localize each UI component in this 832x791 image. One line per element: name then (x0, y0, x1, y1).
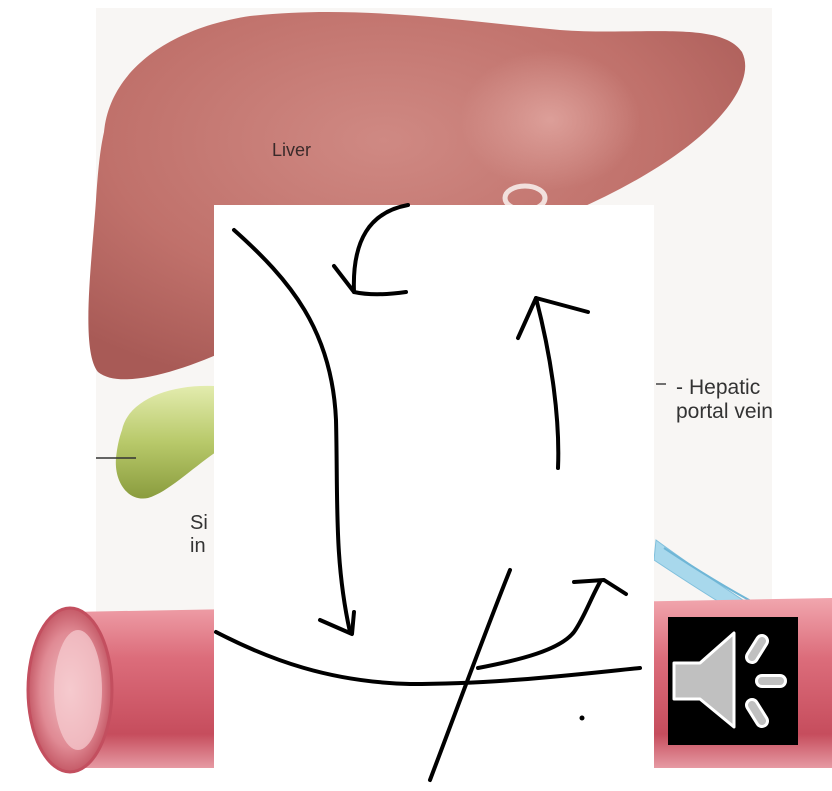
vessel-lumen (54, 630, 102, 750)
portal-vein-label: -Hepatic portal vein (676, 376, 773, 424)
liver-label: Liver (272, 140, 311, 161)
audio-playback-button[interactable] (668, 617, 798, 745)
portal-vein-label-line1: Hepatic (689, 376, 760, 399)
partial-label-line1: Si (190, 512, 214, 535)
small-intestine-label-partial: Si in (190, 512, 214, 558)
annotation-board (214, 205, 654, 791)
portal-vein-label-line2: portal vein (676, 400, 773, 424)
partial-label-line2: in (190, 535, 214, 558)
liver-highlight (460, 50, 640, 190)
speaker-volume-icon (668, 617, 798, 745)
